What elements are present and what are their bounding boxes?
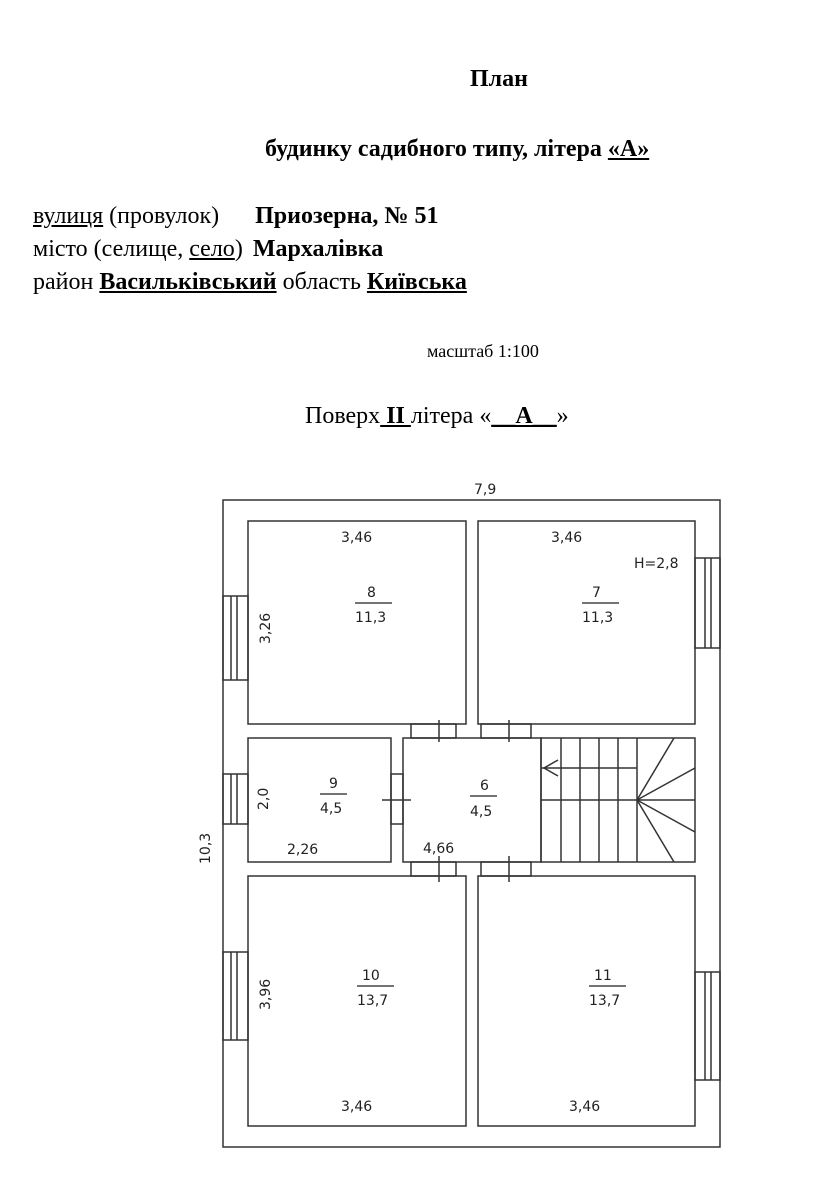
building-letter: «А» — [607, 136, 650, 162]
city-close: ) — [234, 236, 243, 262]
street-value: Приозерна, — [255, 203, 379, 229]
district-line: район Васильківський область Київська — [33, 269, 467, 296]
stair-steps — [541, 737, 696, 863]
city-selected: село — [189, 236, 235, 262]
floor-letter: __A__ — [491, 403, 557, 429]
room-11 — [477, 875, 696, 1127]
room-8-width: 3,46 — [341, 530, 372, 546]
room-9-width: 2,26 — [287, 842, 318, 858]
city-label: місто (селище, — [33, 236, 190, 262]
document-title: План — [470, 66, 528, 92]
room-6-area: 4,5 — [470, 804, 492, 820]
room-9-depth: 2,0 — [256, 788, 272, 810]
scale: масштаб 1:100 — [427, 341, 539, 361]
stair-arrow-icon — [542, 759, 559, 777]
region-value: Київська — [366, 269, 467, 295]
room-8-number: 8 — [367, 585, 376, 601]
room-10-area: 13,7 — [357, 993, 388, 1009]
overall-width: 7,9 — [474, 482, 496, 498]
room-9-number: 9 — [329, 776, 338, 792]
room-7-area: 11,3 — [582, 610, 613, 626]
house-number: № 51 — [384, 203, 439, 229]
floor-label: Поверх — [305, 403, 381, 429]
room-11-width: 3,46 — [569, 1099, 600, 1115]
street-alt: (провулок) — [103, 203, 220, 229]
street-line: вулиця (провулок) Приозерна, № 51 — [33, 203, 439, 230]
district-label: район — [33, 269, 100, 295]
room-11-area: 13,7 — [589, 993, 620, 1009]
windows — [222, 557, 721, 1081]
letter-label: літера « — [410, 403, 492, 429]
floor-number: II — [380, 403, 411, 429]
room-6-number: 6 — [480, 778, 489, 794]
fraction-bars — [320, 602, 626, 987]
floor-line: Поверх II літера «__A__» — [305, 403, 569, 430]
overall-height: 10,3 — [198, 833, 214, 864]
room-10-width: 3,46 — [341, 1099, 372, 1115]
document-subtitle: будинку садибного типу, літера «А» — [265, 136, 649, 163]
room-7-number: 7 — [592, 585, 601, 601]
street-label: вулиця — [33, 203, 104, 229]
city-line: місто (селище, село) Мархалівка — [33, 236, 383, 263]
room-8-depth: 3,26 — [258, 613, 274, 644]
outer-wall — [222, 499, 721, 1148]
room-9-area: 4,5 — [320, 801, 342, 817]
room-7-width: 3,46 — [551, 530, 582, 546]
height-note: H=2,8 — [634, 556, 679, 572]
room-6-width: 4,66 — [423, 841, 454, 857]
room-10-number: 10 — [362, 968, 380, 984]
subtitle-text: будинку садибного типу, літера — [265, 136, 608, 162]
doors — [382, 720, 532, 882]
room-10-depth: 3,96 — [258, 979, 274, 1010]
city-value: Мархалівка — [252, 236, 384, 262]
region-label: область — [276, 269, 367, 295]
district-value: Васильківський — [99, 269, 277, 295]
room-8-area: 11,3 — [355, 610, 386, 626]
room-11-number: 11 — [594, 968, 612, 984]
letter-close: » — [556, 403, 569, 429]
